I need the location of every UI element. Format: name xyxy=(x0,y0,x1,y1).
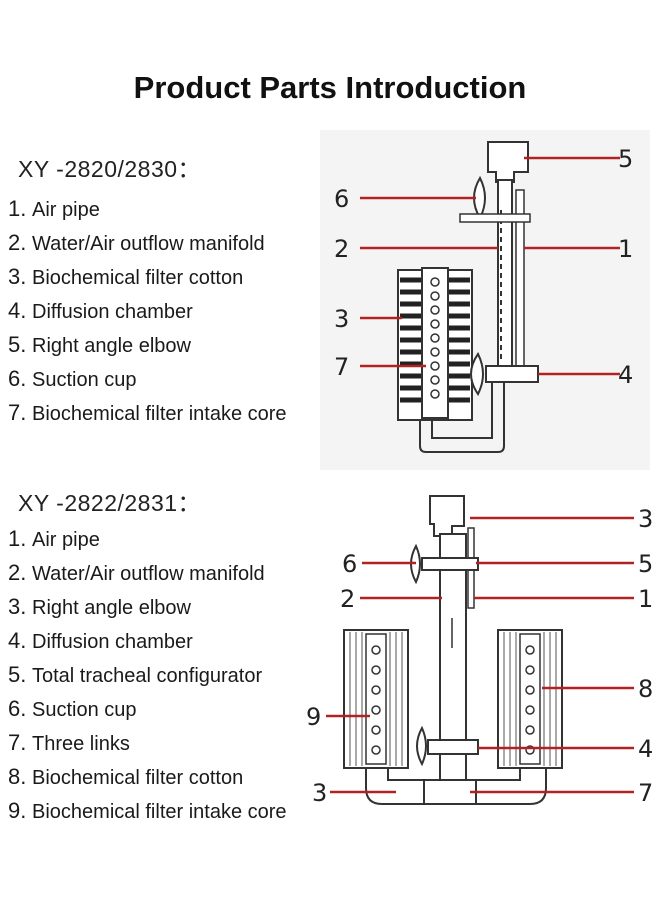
intake-core xyxy=(519,633,541,765)
list-item: 5.Total tracheal configurator xyxy=(8,662,263,687)
callout-label: 5 xyxy=(638,550,653,578)
parts-list-1: 1.Air pipe 2.Water/Air outflow manifold … xyxy=(8,196,287,434)
model-name-1: XY -2820/2830： xyxy=(18,156,202,182)
filter-diagram-1: 5 6 2 1 3 7 4 xyxy=(320,130,650,470)
suction-cup-icon xyxy=(416,725,427,767)
callout-label: 6 xyxy=(334,185,349,213)
callout-label: 7 xyxy=(638,779,653,807)
list-item: 6.Suction cup xyxy=(8,696,137,721)
list-item: 8.Biochemical filter cotton xyxy=(8,764,244,789)
list-item: 1.Air pipe xyxy=(8,526,100,551)
callout-label: 2 xyxy=(340,585,355,613)
tracheal-configurator xyxy=(421,557,479,571)
list-item: 7.Biochemical filter intake core xyxy=(8,400,287,425)
callout-label: 6 xyxy=(342,550,357,578)
list-item: 7.Three links xyxy=(8,730,130,755)
callout-label: 5 xyxy=(618,145,633,173)
callout-label: 2 xyxy=(334,235,349,263)
filter-diagram-2: 3 6 5 2 1 8 9 4 3 7 xyxy=(306,495,653,807)
model-name-2: XY -2822/2831： xyxy=(18,490,202,516)
list-item: 2.Water/Air outflow manifold xyxy=(8,230,265,255)
list-item: 5.Right angle elbow xyxy=(8,332,191,357)
suction-cup-icon xyxy=(470,352,484,396)
elbow-icon xyxy=(429,495,465,537)
list-item: 6.Suction cup xyxy=(8,366,137,391)
callout-label: 1 xyxy=(638,585,653,613)
callout-label: 4 xyxy=(638,735,653,763)
elbow-icon xyxy=(487,141,529,183)
list-item: 1.Air pipe xyxy=(8,196,100,221)
list-item: 3.Right angle elbow xyxy=(8,594,191,619)
callout-label: 9 xyxy=(306,703,321,731)
diffusion-chamber xyxy=(427,739,479,755)
list-item: 9.Biochemical filter intake core xyxy=(8,798,287,823)
intake-core xyxy=(365,633,387,765)
diffusion-chamber xyxy=(485,365,539,383)
diagram-background xyxy=(320,130,650,470)
list-item: 4.Diffusion chamber xyxy=(8,298,193,323)
callout-label: 3 xyxy=(312,779,327,807)
callout-label: 7 xyxy=(334,353,349,381)
list-item: 4.Diffusion chamber xyxy=(8,628,193,653)
callout-label: 4 xyxy=(618,361,633,389)
parts-list-2: 1.Air pipe 2.Water/Air outflow manifold … xyxy=(8,526,287,832)
page-title: Product Parts Introduction xyxy=(133,70,527,105)
list-item: 2.Water/Air outflow manifold xyxy=(8,560,265,585)
callout-label: 8 xyxy=(638,675,653,703)
callout-label: 3 xyxy=(334,305,349,333)
callout-label: 3 xyxy=(638,505,653,533)
list-item: 3.Biochemical filter cotton xyxy=(8,264,244,289)
callout-label: 1 xyxy=(618,235,633,263)
